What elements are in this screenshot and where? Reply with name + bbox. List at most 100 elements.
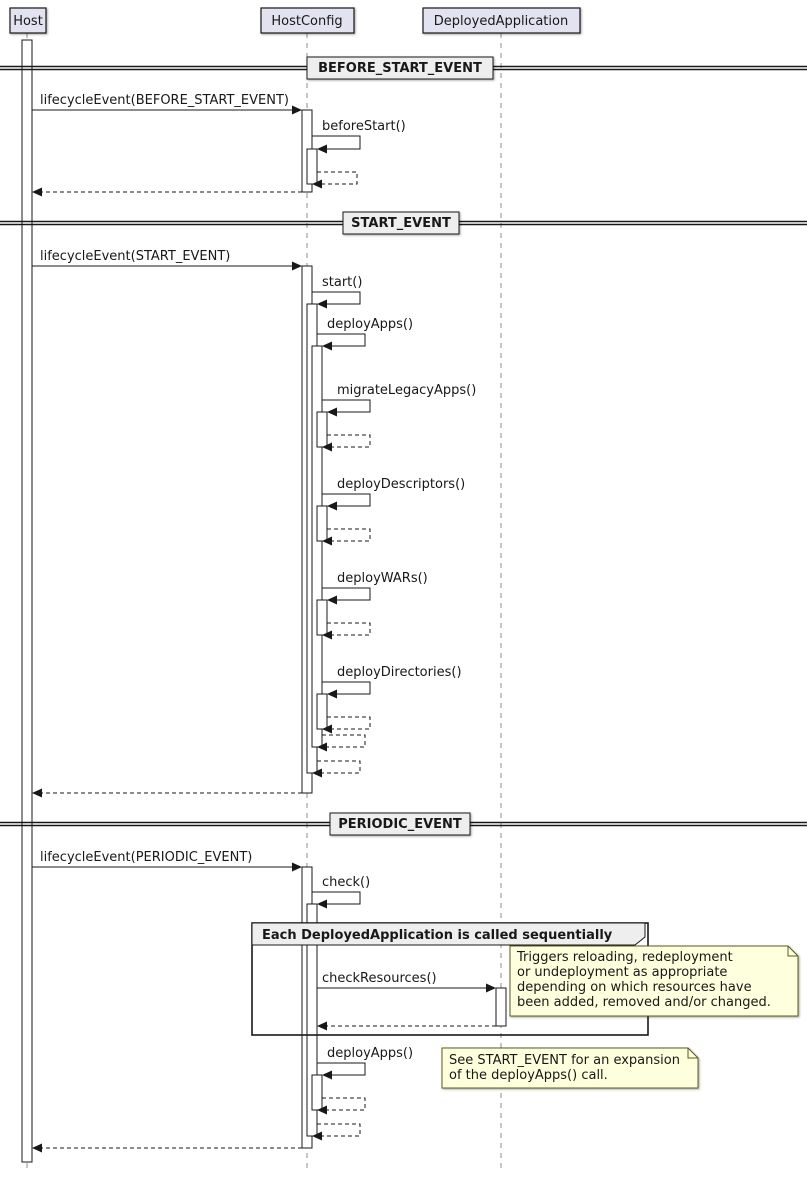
- activation-deploy-directories: [316, 693, 328, 730]
- self-return-before-start: [312, 171, 358, 189]
- divider-periodic-event: PERIODIC_EVENT: [0, 812, 807, 836]
- return-line: [322, 734, 366, 748]
- arrowhead-icon: [312, 1131, 322, 1141]
- self-message-start: start(): [312, 275, 362, 309]
- arrowhead-icon: [312, 768, 322, 778]
- return-line: [327, 716, 371, 730]
- self-call-line: [312, 891, 361, 905]
- divider-label-box: [342, 211, 460, 235]
- divider-label: START_EVENT: [351, 216, 451, 231]
- activation-deploy-wars: [316, 599, 328, 636]
- arrowhead-icon: [317, 299, 327, 309]
- note-line: Triggers reloading, redeployment: [516, 950, 733, 965]
- return-lifecycle-before-start: [32, 187, 302, 197]
- arrowhead-icon: [317, 899, 327, 909]
- divider-label-box: [306, 56, 494, 80]
- message-label: start(): [322, 275, 362, 290]
- note-body: [509, 945, 799, 1017]
- note-line: See START_EVENT for an expansion: [449, 1053, 680, 1068]
- participant-host-box: [9, 7, 47, 34]
- arrowhead-icon: [327, 501, 337, 511]
- note-check-resources: Triggers reloading, redeployment or unde…: [509, 945, 799, 1017]
- message-check-resources: checkResources(): [317, 971, 496, 993]
- self-call-line: [322, 587, 371, 601]
- arrowhead-icon: [292, 261, 302, 271]
- self-call-line: [322, 681, 371, 695]
- activation-deploy-apps-periodic: [311, 1074, 323, 1111]
- arrowhead-icon: [292, 862, 302, 872]
- arrowhead-icon: [327, 689, 337, 699]
- group-header: [251, 922, 646, 946]
- participant-hostconfig-box: [260, 7, 355, 34]
- group-label: Each DeployedApplication is called seque…: [262, 928, 613, 943]
- arrowhead-icon: [322, 630, 332, 640]
- message-label: deployDirectories(): [337, 665, 462, 680]
- message-label: beforeStart(): [322, 119, 406, 134]
- activation-migrate-legacy-apps: [316, 411, 328, 448]
- message-lifecycle-before-start: lifecycleEvent(BEFORE_START_EVENT): [32, 93, 302, 115]
- self-call-line: [312, 135, 361, 150]
- arrowhead-icon: [322, 724, 332, 734]
- participant-host: Host: [9, 7, 47, 34]
- arrowhead-icon: [317, 1105, 327, 1115]
- note-fold-icon: [687, 1048, 698, 1059]
- self-message-deploy-wars: deployWARs(): [322, 571, 428, 605]
- self-return-deploy-descriptors: [322, 528, 371, 546]
- return-lifecycle-start: [32, 788, 302, 798]
- participant-host-label: Host: [13, 14, 43, 29]
- self-return-migrate-legacy-apps: [322, 434, 371, 452]
- message-label: deployApps(): [327, 317, 413, 332]
- activation-deploy-apps: [311, 345, 323, 748]
- note-line: of the deployApps() call.: [449, 1068, 608, 1083]
- arrowhead-icon: [322, 442, 332, 452]
- arrowhead-icon: [312, 179, 322, 189]
- self-return-deploy-directories: [322, 716, 371, 734]
- participant-deployedapplication-box: [422, 7, 581, 34]
- note-line: or undeployment as appropriate: [517, 965, 727, 980]
- message-label: deployDescriptors(): [337, 477, 465, 492]
- arrowhead-icon: [317, 1021, 327, 1031]
- return-line: [317, 1123, 361, 1137]
- message-label: migrateLegacyApps(): [337, 383, 476, 398]
- arrowhead-icon: [32, 187, 42, 197]
- self-call-line: [317, 1062, 366, 1076]
- self-message-deploy-descriptors: deployDescriptors(): [322, 477, 465, 511]
- self-return-check: [312, 1123, 361, 1141]
- self-return-start: [312, 760, 361, 778]
- message-lifecycle-start: lifecycleEvent(START_EVENT): [32, 249, 302, 271]
- divider-label: PERIODIC_EVENT: [338, 817, 462, 832]
- return-line: [327, 622, 371, 636]
- divider-label: BEFORE_START_EVENT: [318, 61, 482, 76]
- arrowhead-icon: [327, 407, 337, 417]
- arrowhead-icon: [292, 105, 302, 115]
- note-deploy-apps: See START_EVENT for an expansion of the …: [441, 1047, 699, 1089]
- arrowhead-icon: [317, 742, 327, 752]
- arrowhead-icon: [32, 1143, 42, 1153]
- self-message-check: check(): [312, 875, 370, 909]
- self-message-deploy-apps-periodic: deployApps(): [317, 1046, 413, 1080]
- self-call-line: [312, 291, 361, 305]
- self-return-deploy-wars: [322, 622, 371, 640]
- group-loop: Each DeployedApplication is called seque…: [251, 922, 649, 1036]
- activation-host: [21, 39, 33, 1163]
- return-line: [327, 528, 371, 542]
- note-line: been added, removed and/or changed.: [517, 995, 771, 1010]
- return-line: [317, 760, 361, 774]
- arrowhead-icon: [317, 144, 327, 154]
- return-lifecycle-periodic: [32, 1143, 302, 1153]
- message-label: deployApps(): [327, 1046, 413, 1061]
- divider-before-start-event: BEFORE_START_EVENT: [0, 56, 807, 80]
- self-call-line: [322, 399, 371, 413]
- self-message-deploy-apps: deployApps(): [317, 317, 413, 351]
- message-lifecycle-periodic: lifecycleEvent(PERIODIC_EVENT): [32, 850, 302, 872]
- note-fold-icon: [787, 946, 798, 957]
- activation-deployedapplication: [495, 987, 507, 1027]
- message-label: checkResources(): [322, 971, 437, 986]
- message-label: lifecycleEvent(BEFORE_START_EVENT): [40, 93, 289, 108]
- return-check-resources: [317, 1021, 496, 1031]
- message-label: deployWARs(): [337, 571, 428, 586]
- activation-deploy-descriptors: [316, 505, 328, 542]
- self-call-line: [317, 333, 366, 347]
